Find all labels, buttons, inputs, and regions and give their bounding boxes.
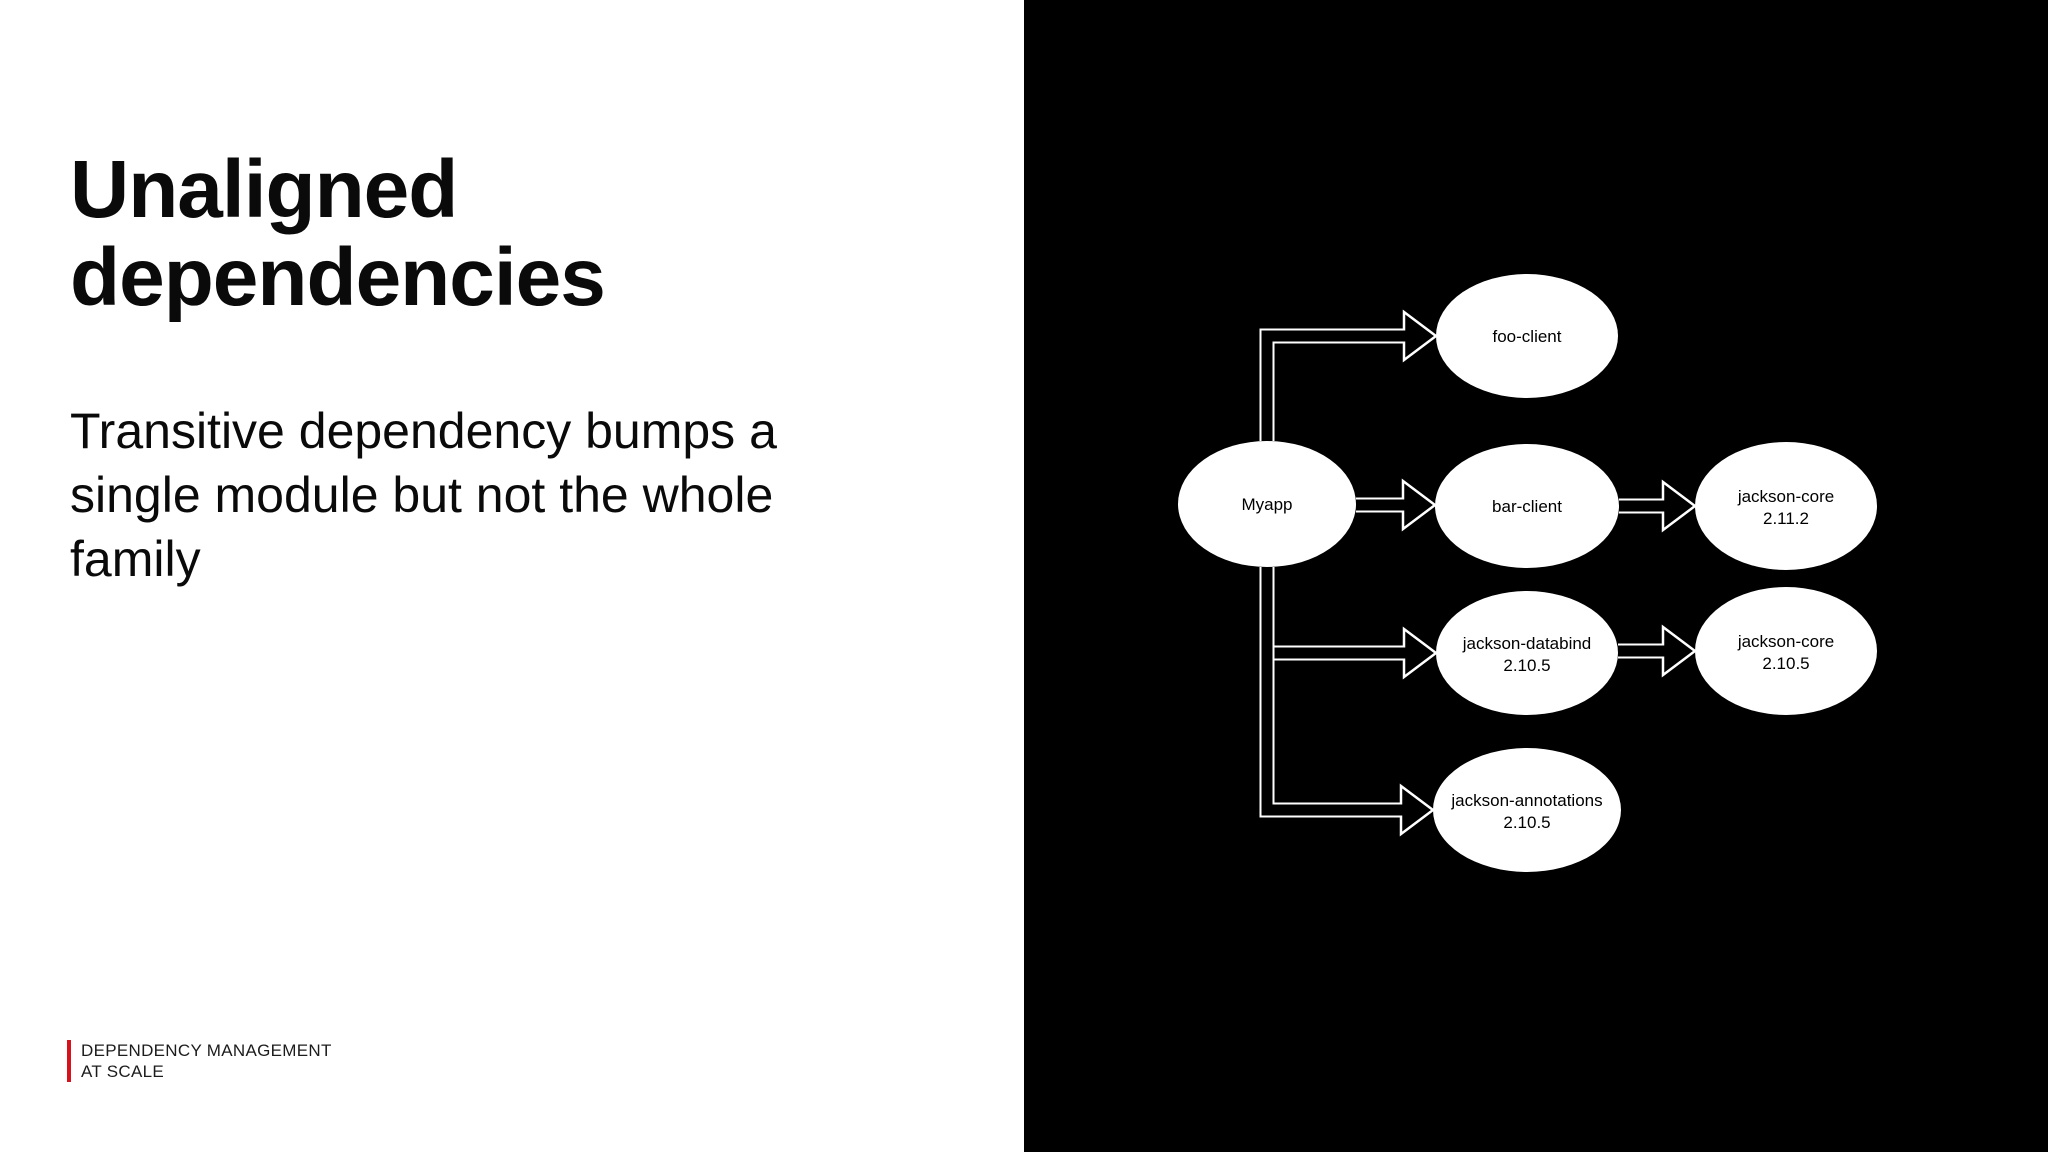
node-myapp: Myapp	[1178, 441, 1356, 567]
node-label-myapp: Myapp	[1241, 495, 1292, 514]
node-foo-client: foo-client	[1436, 274, 1618, 398]
node-ellipse-jackson-annotations	[1433, 748, 1621, 872]
page-title: Unaligned dependencies	[70, 144, 606, 323]
body-line: Transitive dependency bumps a	[70, 403, 777, 459]
edge-myapp-to-foo-client	[1259, 328, 1404, 441]
footer-accent-bar	[67, 1040, 71, 1082]
arrowhead-foo-client	[1402, 309, 1439, 363]
edge-myapp-to-jackson-databind-inner	[1261, 567, 1408, 659]
arrowhead-bar-client	[1401, 478, 1438, 532]
footer: DEPENDENCY MANAGEMENT AT SCALE	[67, 1040, 332, 1082]
node-bar-client: bar-client	[1435, 444, 1619, 568]
body-line: family	[70, 531, 201, 587]
node-ellipse-myapp	[1178, 441, 1356, 567]
edge-myapp-to-jackson-databind	[1259, 567, 1404, 661]
node-ellipse-jackson-databind	[1436, 591, 1618, 715]
footer-line: AT SCALE	[81, 1062, 165, 1081]
slide-body-text: Transitive dependency bumps a single mod…	[70, 399, 777, 591]
node-ellipse-jackson-core-2-11-2	[1695, 442, 1877, 570]
arrowhead-jackson-core-2-11-2	[1661, 479, 1698, 533]
edge-myapp-to-jackson-annotations-inner	[1261, 567, 1405, 816]
slide-text-panel: Unaligned dependencies Transitive depend…	[67, 144, 777, 1082]
node-label-foo-client: foo-client	[1493, 327, 1562, 346]
node-label-bar-client: bar-client	[1492, 497, 1562, 516]
title-line: dependencies	[70, 232, 606, 323]
edge-myapp-to-foo-client-inner	[1261, 330, 1408, 441]
arrowhead-jackson-core-2-10-5	[1661, 624, 1698, 678]
node-ellipse-foo-client	[1436, 274, 1618, 398]
node-ellipse-jackson-core-2-10-5	[1695, 587, 1877, 715]
edge-myapp-to-jackson-annotations	[1259, 567, 1401, 818]
title-line: Unaligned	[70, 144, 458, 235]
body-line: single module but not the whole	[70, 467, 774, 523]
arrowhead-jackson-annotations	[1399, 783, 1436, 837]
node-ellipse-bar-client	[1435, 444, 1619, 568]
arrowhead-jackson-databind	[1402, 626, 1439, 680]
footer-label: DEPENDENCY MANAGEMENT AT SCALE	[81, 1040, 332, 1082]
footer-line: DEPENDENCY MANAGEMENT	[81, 1041, 332, 1060]
